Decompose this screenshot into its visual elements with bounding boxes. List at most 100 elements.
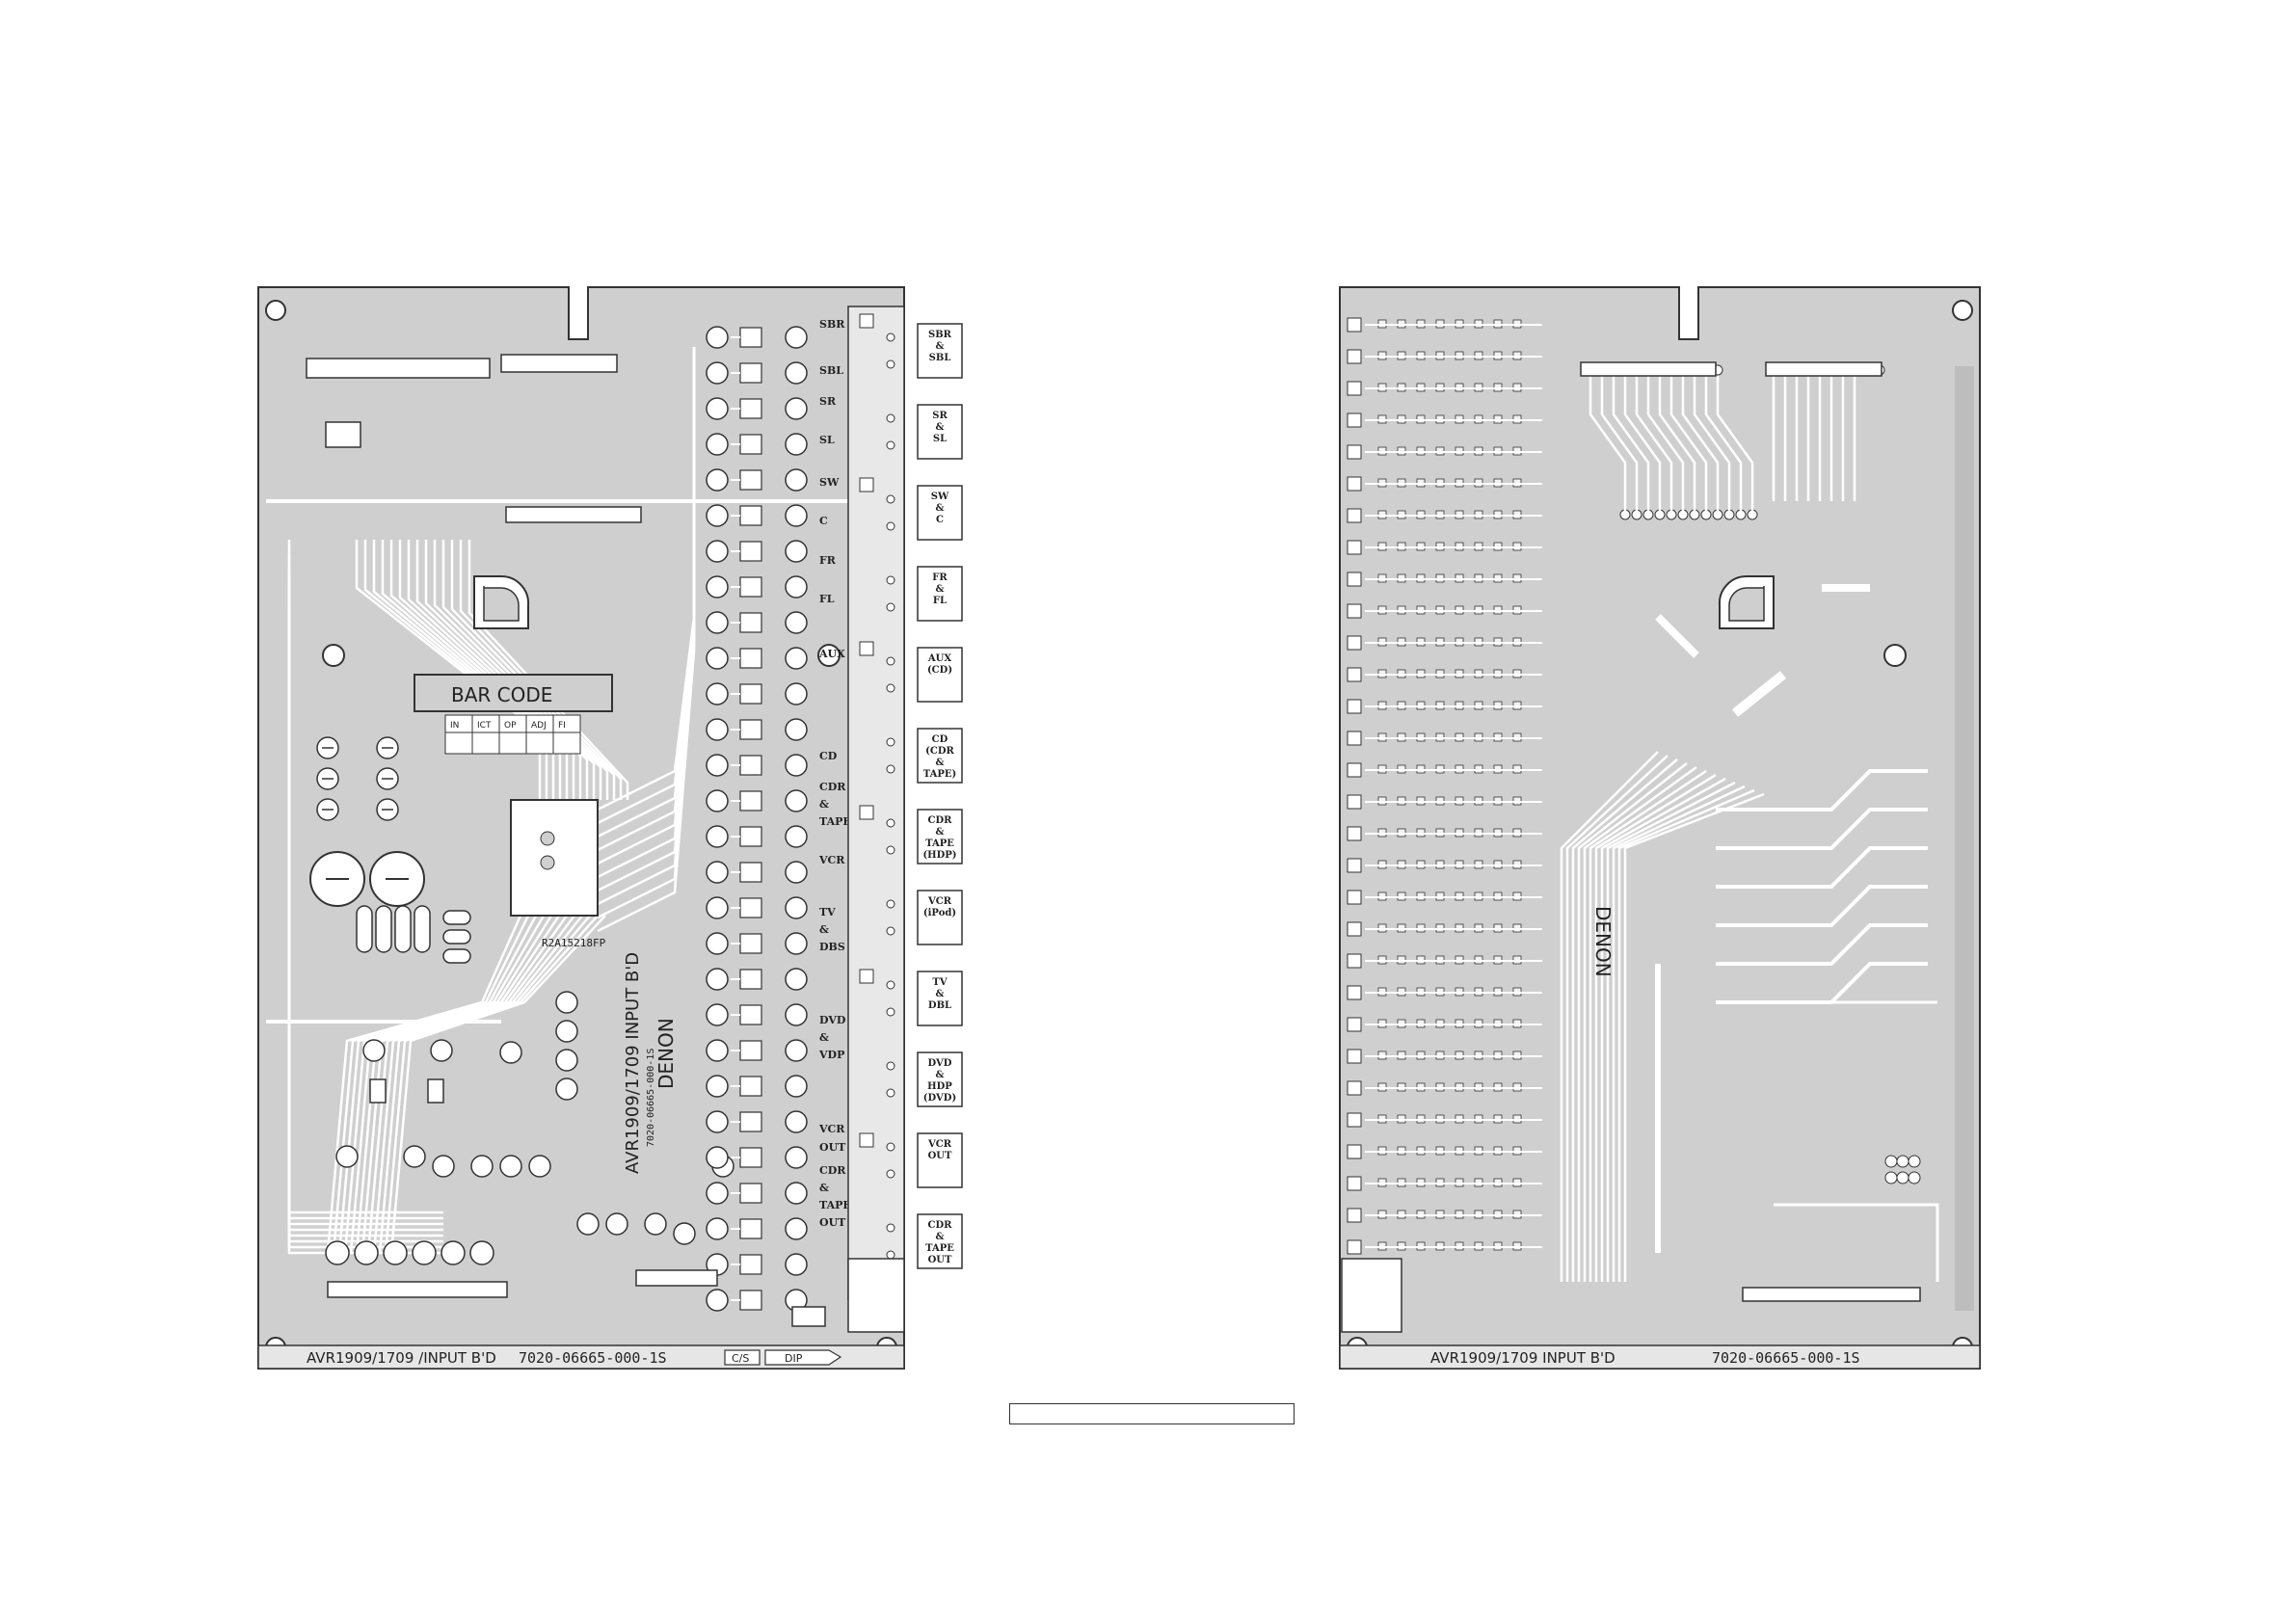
film-capacitor	[356, 905, 373, 953]
jack-pin	[886, 413, 895, 423]
jack-pin	[886, 1007, 895, 1017]
channel-relay	[739, 790, 762, 812]
jack-label-aux: (CD)	[927, 665, 952, 676]
channel-relay	[739, 683, 762, 705]
connector-cn765	[791, 1306, 826, 1327]
edge-pad	[1347, 1239, 1362, 1255]
channel-label: VCR	[818, 854, 845, 866]
channel-relay	[739, 755, 762, 776]
channel-capacitor	[785, 682, 808, 705]
trace	[1716, 923, 1928, 966]
edge-pad	[1347, 794, 1362, 810]
jack-pin	[886, 333, 895, 342]
channel-capacitor	[706, 1075, 729, 1098]
jack-box-sbr	[917, 323, 963, 379]
channel-relay	[739, 826, 762, 847]
jack-ground-tab	[859, 477, 874, 492]
channel-capacitor	[785, 932, 808, 955]
channel-capacitor	[706, 1217, 729, 1240]
trace	[1716, 769, 1928, 812]
right-footer-part: 7020-06665-000-1S	[1712, 1349, 1860, 1367]
film-capacitor	[414, 905, 431, 953]
channel-capacitor	[706, 1110, 729, 1133]
header-pin	[1747, 509, 1758, 520]
channel-relay	[739, 1218, 762, 1239]
mount-hole	[817, 644, 841, 667]
jack-label-cd: TAPE)	[923, 769, 957, 780]
channel-capacitor	[785, 468, 808, 492]
channel-capacitor	[706, 504, 729, 527]
edge-pad	[1347, 667, 1362, 682]
channel-relay	[739, 1111, 762, 1132]
jack-label-sbr: SBL	[929, 353, 951, 363]
dip-arrow	[764, 1349, 842, 1366]
channel-relay	[739, 933, 762, 954]
channel-capacitor	[785, 326, 808, 349]
jack-ground-tab	[859, 313, 874, 329]
edge-pad	[1347, 1208, 1362, 1223]
edge-pad	[1347, 858, 1362, 873]
edge-pad	[1347, 699, 1362, 714]
capacitor	[605, 1212, 628, 1236]
channel-capacitor	[785, 1110, 808, 1133]
edge-pad	[1347, 953, 1362, 969]
edge-pad	[1347, 1017, 1362, 1032]
edge-pad	[1347, 635, 1362, 651]
channel-label: VDP	[818, 1049, 844, 1061]
edge-pad	[1347, 762, 1362, 778]
channel-capacitor	[785, 1253, 808, 1276]
jack-label-fr: FR	[932, 572, 948, 583]
jack-box-aux	[917, 647, 963, 703]
header-pin	[1631, 509, 1642, 520]
channel-capacitor	[785, 433, 808, 456]
channel-capacitor	[706, 896, 729, 919]
jack-pin	[886, 575, 895, 585]
channel-label: &	[819, 798, 829, 811]
capacitor	[555, 1020, 578, 1043]
jack-label-tv: DBL	[928, 1000, 951, 1011]
channel-label: CD	[819, 750, 838, 762]
channel-capacitor	[706, 468, 729, 492]
jack-pin	[886, 494, 895, 504]
edge-pad	[1347, 985, 1362, 1000]
jack-pin	[886, 359, 895, 369]
header-pin	[1723, 509, 1735, 520]
capacitor	[528, 1155, 551, 1178]
capacitor	[644, 1212, 667, 1236]
channel-capacitor	[785, 754, 808, 777]
inspection-blank-cell	[552, 732, 581, 755]
trace	[1669, 376, 1708, 511]
inspection-blank-cell	[471, 732, 500, 755]
jack-box-vcrout	[917, 1132, 963, 1188]
silk-part-left: 7020-06665-000-1S	[646, 1049, 656, 1147]
jack-label-dvd: DVD	[928, 1058, 952, 1069]
barcode-box	[414, 674, 613, 712]
jack-label-cd: (CDR	[925, 746, 954, 757]
inspection-col-label: IN	[450, 721, 459, 731]
channel-capacitor	[706, 682, 729, 705]
jack-pin	[886, 521, 895, 531]
channel-capacitor	[706, 861, 729, 884]
channel-label: DBS	[819, 941, 845, 953]
left-footer-part: 7020-06665-000-1S	[519, 1349, 667, 1367]
edge-pad	[1347, 349, 1362, 364]
jack-label-vcrout: VCR	[927, 1139, 952, 1150]
channel-capacitor	[706, 825, 729, 848]
capacitor	[441, 1240, 466, 1265]
channel-capacitor	[785, 789, 808, 812]
jack-pin	[886, 1169, 895, 1179]
jack-box-sr	[917, 404, 963, 460]
cs-box	[724, 1349, 761, 1366]
header-pin	[1642, 509, 1654, 520]
capacitor	[362, 1039, 386, 1062]
barcode-label: BAR CODE	[451, 683, 552, 706]
channel-relay	[739, 862, 762, 883]
jack-label-column: SBR&SBLSR&SLSW&CFR&FLAUX(CD)CD(CDR&TAPE)…	[859, 313, 963, 1269]
header-pin	[1666, 509, 1677, 520]
header-pin	[1654, 509, 1666, 520]
capacitor	[470, 1155, 494, 1178]
channel-capacitor	[706, 754, 729, 777]
capacitor	[403, 1145, 426, 1168]
edge-pad	[1347, 317, 1362, 333]
